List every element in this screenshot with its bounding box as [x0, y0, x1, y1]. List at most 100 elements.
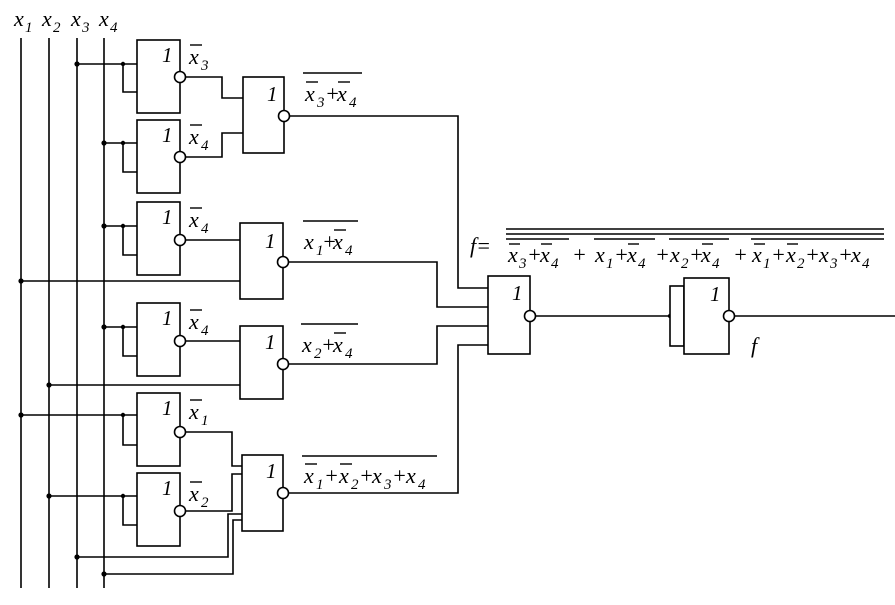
svg-text:1: 1	[201, 413, 209, 429]
svg-text:x: x	[626, 242, 637, 267]
svg-text:3: 3	[518, 256, 527, 272]
svg-text:x: x	[700, 242, 711, 267]
svg-text:1: 1	[25, 20, 33, 36]
svg-text:4: 4	[551, 256, 559, 272]
svg-text:+: +	[321, 332, 336, 357]
nor-gate-4: 1	[74, 344, 488, 577]
svg-text:x: x	[303, 229, 314, 254]
svg-text:2: 2	[314, 346, 322, 362]
input-label-x4: x 4	[98, 6, 118, 36]
svg-text:x: x	[785, 242, 796, 267]
svg-text:x: x	[850, 242, 861, 267]
svg-text:x: x	[188, 399, 199, 424]
svg-text:2: 2	[681, 256, 689, 272]
svg-text:2: 2	[53, 20, 61, 36]
svg-text:x: x	[188, 481, 199, 506]
svg-text:2: 2	[201, 495, 209, 511]
svg-text:+: +	[392, 463, 407, 488]
not-gate-x2: 1 x 2	[46, 472, 209, 547]
nor3-output-label: x 2 + x 4	[301, 323, 358, 362]
output-formula: f= x 3 + x 4 + x 1 + x 4 + x 2 + x 4 +	[470, 228, 884, 272]
svg-text:1: 1	[763, 256, 771, 272]
svg-text:x: x	[332, 332, 343, 357]
svg-text:1: 1	[162, 205, 173, 229]
svg-text:4: 4	[345, 243, 353, 259]
nor4-output-label: x 1 + x 2 + x 3 + x 4	[302, 455, 437, 493]
svg-text:4: 4	[418, 477, 426, 493]
svg-text:x: x	[188, 124, 199, 149]
svg-text:x: x	[669, 242, 680, 267]
nor2-output-label: x 1 + x 4	[303, 220, 358, 259]
svg-text:1: 1	[265, 330, 276, 354]
svg-text:x: x	[70, 6, 81, 31]
input-label-x2: x 2	[41, 6, 61, 36]
svg-text:+: +	[771, 242, 786, 267]
svg-text:1: 1	[162, 476, 173, 500]
svg-text:3: 3	[829, 256, 838, 272]
svg-text:1: 1	[267, 82, 278, 106]
svg-text:x: x	[303, 463, 314, 488]
svg-text:4: 4	[201, 138, 209, 154]
svg-text:1: 1	[162, 396, 173, 420]
svg-text:4: 4	[712, 256, 720, 272]
svg-text:1: 1	[265, 229, 276, 253]
not-gate-x4-a: 1 x 4	[101, 119, 209, 194]
svg-text:3: 3	[200, 58, 209, 74]
svg-text:x: x	[41, 6, 52, 31]
svg-text:4: 4	[349, 95, 357, 111]
nor-gate-1: 1	[185, 76, 488, 289]
svg-text:+: +	[614, 242, 629, 267]
svg-text:x: x	[188, 207, 199, 232]
svg-text:+: +	[572, 242, 587, 267]
svg-text:1: 1	[316, 477, 324, 493]
svg-text:+: +	[527, 242, 542, 267]
svg-text:+: +	[805, 242, 820, 267]
svg-text:1: 1	[162, 43, 173, 67]
svg-text:+: +	[322, 229, 337, 254]
svg-text:2: 2	[797, 256, 805, 272]
not-gate-x3: 1 x 3	[74, 39, 209, 114]
svg-text:x: x	[751, 242, 762, 267]
svg-text:f=: f=	[470, 233, 491, 258]
svg-text:1: 1	[316, 243, 324, 259]
svg-text:4: 4	[345, 346, 353, 362]
svg-text:x: x	[539, 242, 550, 267]
input-label-x3: x 3	[70, 6, 90, 36]
svg-text:x: x	[371, 463, 382, 488]
nor-gate-2: 1	[18, 222, 488, 308]
svg-text:x: x	[338, 463, 349, 488]
svg-text:x: x	[13, 6, 24, 31]
svg-text:x: x	[507, 242, 518, 267]
svg-text:1: 1	[162, 123, 173, 147]
svg-text:4: 4	[110, 20, 118, 36]
svg-text:x: x	[818, 242, 829, 267]
svg-text:+: +	[324, 463, 339, 488]
svg-text:+: +	[359, 463, 374, 488]
svg-text:+: +	[689, 242, 704, 267]
final-nor-gate: 1	[487, 275, 684, 355]
svg-text:4: 4	[638, 256, 646, 272]
svg-text:x: x	[405, 463, 416, 488]
not-gate-x4-b: 1 x 4	[101, 201, 209, 276]
svg-text:1: 1	[162, 306, 173, 330]
not-gate-x1: 1 x 1	[18, 392, 209, 467]
svg-text:1: 1	[710, 282, 721, 306]
svg-text:4: 4	[201, 221, 209, 237]
input-label-x1: x 1	[13, 6, 33, 36]
svg-text:2: 2	[351, 477, 359, 493]
svg-text:x: x	[98, 6, 109, 31]
svg-text:+: +	[838, 242, 853, 267]
svg-text:x: x	[332, 229, 343, 254]
svg-text:3: 3	[383, 477, 392, 493]
svg-text:4: 4	[862, 256, 870, 272]
svg-text:x: x	[594, 242, 605, 267]
output-inverter: 1 f	[669, 277, 895, 358]
svg-text:3: 3	[316, 95, 325, 111]
nor-gate-3: 1	[46, 325, 488, 400]
svg-text:x: x	[188, 44, 199, 69]
nor1-output-label: x 3 + x 4	[303, 72, 362, 111]
svg-text:x: x	[188, 309, 199, 334]
svg-text:1: 1	[512, 281, 523, 305]
svg-text:3: 3	[81, 20, 90, 36]
